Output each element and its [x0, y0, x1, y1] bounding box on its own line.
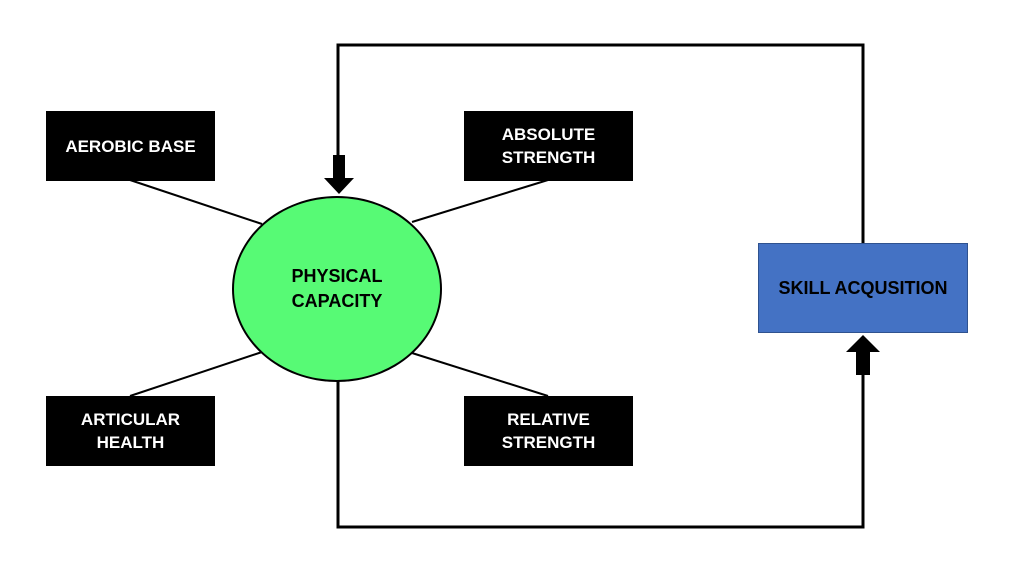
absolute-strength-box: ABSOLUTE STRENGTH	[464, 111, 633, 181]
aerobic-base-label: AEROBIC BASE	[65, 136, 196, 156]
aerobic-base-box: AEROBIC BASE	[46, 111, 215, 181]
feedback-loop-bottom	[336, 375, 865, 529]
down-arrow-icon	[324, 155, 354, 194]
physical-capacity-node: PHYSICAL CAPACITY	[232, 196, 442, 382]
connector-absolute-strength	[411, 179, 549, 223]
connector-relative-strength	[411, 352, 549, 397]
articular-health-box: ARTICULAR HEALTH	[46, 396, 215, 466]
up-arrow-icon	[846, 335, 880, 375]
connector-aerobic-base	[129, 179, 263, 225]
absolute-strength-label: ABSOLUTE STRENGTH	[501, 125, 596, 167]
skill-acquisition-box: SKILL ACQUSITION	[758, 243, 968, 333]
skill-acquisition-label: SKILL ACQUSITION	[778, 277, 948, 298]
feedback-loop-top	[336, 43, 865, 243]
articular-health-label: ARTICULAR HEALTH	[80, 410, 181, 452]
relative-strength-box: RELATIVE STRENGTH	[464, 396, 633, 466]
physical-capacity-label: PHYSICAL CAPACITY	[291, 266, 383, 311]
relative-strength-label: RELATIVE STRENGTH	[501, 410, 596, 452]
connector-articular-health	[129, 351, 263, 397]
